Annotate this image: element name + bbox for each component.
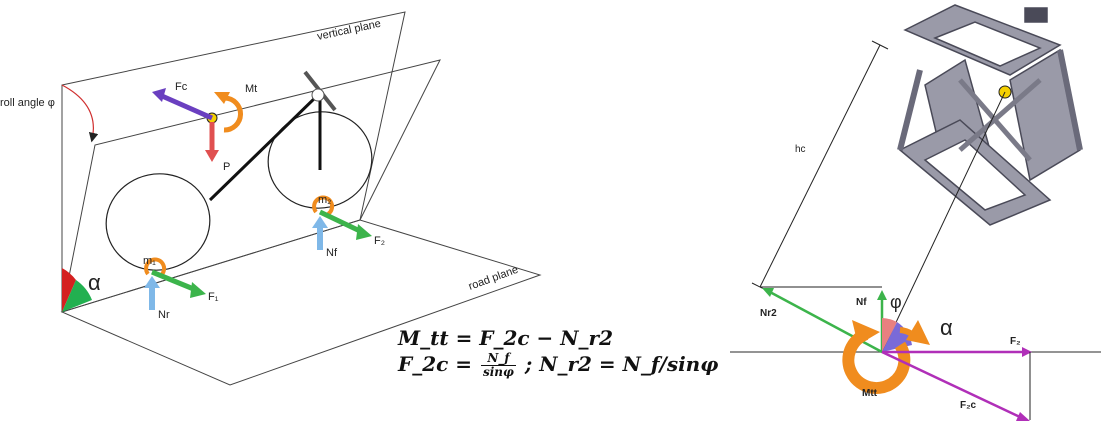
hc-dimension — [759, 44, 881, 288]
vertical-plane-label: vertical plane — [316, 18, 382, 43]
nf-right-arrowhead — [877, 290, 887, 300]
f2c-arrow — [881, 350, 1023, 420]
nf-right-label: Nf — [856, 297, 867, 308]
alpha-arrowhead — [906, 320, 930, 345]
phi-label: φ — [890, 292, 902, 312]
hc-label: hc — [795, 144, 806, 155]
f2-right-label: F₂ — [1010, 336, 1021, 347]
hc-tick-top — [871, 40, 889, 50]
fc-arrow — [160, 93, 214, 121]
bike-frame — [208, 93, 320, 202]
fraction-denominator: sinφ — [482, 365, 514, 379]
alpha-wedge-red — [62, 268, 76, 312]
m1-label: m₁ — [143, 255, 156, 267]
fraction-numerator: N_f — [480, 352, 516, 366]
f2-right-arrowhead — [1022, 347, 1032, 357]
m1-arrow — [144, 257, 167, 278]
f1-label: F₁ — [208, 291, 219, 303]
bike-plane — [61, 59, 441, 313]
f2-arrowhead — [356, 224, 372, 240]
f2c-arrowhead — [1016, 412, 1030, 421]
nr2-arrowhead — [762, 288, 774, 297]
p-label: P — [223, 161, 230, 173]
rear-wheel — [105, 173, 211, 271]
steering-head — [311, 88, 325, 102]
equation-line-1: M_tt = F_2c − N_r2 — [398, 326, 613, 350]
f2-arrow — [318, 209, 364, 235]
f2-label: F₂ — [374, 235, 385, 247]
alpha-label-right: α — [940, 315, 953, 340]
equation-fraction: N_f sinφ — [480, 352, 516, 379]
nr-arrowhead — [144, 276, 160, 288]
front-wheel — [267, 111, 373, 209]
nf-arrowhead — [312, 216, 328, 228]
center-line — [881, 91, 1006, 353]
nr2-label: Nr2 — [760, 308, 777, 319]
mt-arrow — [223, 95, 243, 133]
f1-arrowhead — [190, 282, 206, 298]
mt-label: Mt — [245, 83, 257, 95]
equation-1-text: M_tt = F_2c − N_r2 — [398, 326, 614, 350]
f1-arrow — [151, 269, 197, 293]
f2c-label: F₂c — [960, 400, 977, 411]
alpha-label-left: α — [88, 270, 101, 295]
equation-2-lhs: F_2c = — [398, 352, 473, 376]
road-plane-label: road plane — [467, 264, 520, 293]
mtt-label: Mtt — [862, 388, 878, 399]
right-chassis-diagram: hc Nr2 Nf φ α Mtt F₂ F₂c — [730, 4, 1101, 421]
mt-arrowhead — [214, 92, 230, 104]
equation-line-2: F_2c = N_f sinφ ; N_r2 = N_f/sinφ — [398, 352, 718, 379]
nr-label: Nr — [158, 309, 170, 321]
road-plane — [60, 219, 542, 386]
nf-label: Nf — [326, 247, 338, 259]
m2-label: m₂ — [318, 194, 331, 206]
equation-2-rhs: ; N_r2 = N_f/sinφ — [524, 352, 719, 376]
mtt-arrow — [842, 328, 911, 394]
fc-arrowhead — [152, 88, 166, 102]
roll-angle-label: roll angle φ — [0, 97, 55, 109]
mtt-arrowhead — [852, 320, 880, 345]
m2-arrow — [312, 195, 335, 216]
phi-wedge — [882, 318, 897, 352]
fc-label: Fc — [175, 81, 188, 93]
chassis-frame — [897, 4, 1083, 226]
roll-angle-arc — [61, 84, 99, 143]
p-arrowhead — [205, 150, 219, 162]
alpha-wedge-green — [62, 280, 92, 312]
vertical-plane — [61, 11, 406, 313]
